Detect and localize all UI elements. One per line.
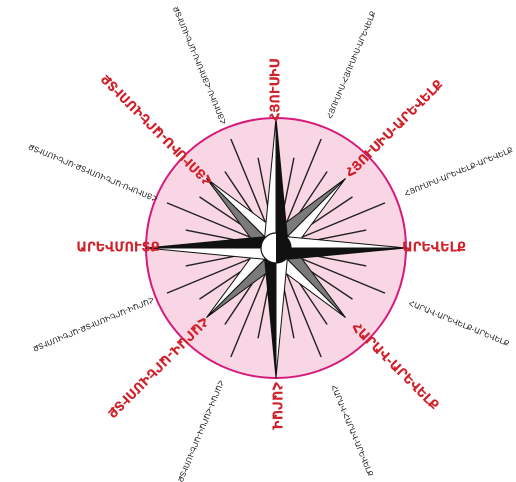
direction-label-south: ՀԱՐԱՎ [269, 382, 284, 430]
direction-label-ssw: ՀԱՐԱՎ-ՀԱՐԱՎ-ԱՐԵՎՄՈՒՏՔ [175, 379, 225, 482]
direction-label-se: ՀԱՐԱՎ-ԱՐԵՎԵԼՔ [348, 320, 441, 413]
direction-label-nne: ՀՅՈՒՍԻՍ-ՀՅՈՒՍԻՍ-ԱՐԵՎԵԼՔ [325, 9, 378, 120]
direction-label-nnw: ՀՅՈՒՍԻՍ-ՀՅՈՒՍԻՍ-ԱՐԵՎՄՈՒՏՔ [171, 5, 228, 126]
direction-label-ene: ՀՅՈՒՍԻՍ-ԱՐԵՎԵԼՔ-ԱՐԵՎԵԼՔ [403, 145, 514, 198]
direction-label-nw: ՀՅՈՒՍԻՍ-ԱՐԵՎՄՈՒՏՔ [99, 71, 216, 188]
direction-label-ese: ՀԱՐԱՎ-ԱՐԵՎԵԼՔ-ԱՐԵՎԵԼՔ [408, 299, 511, 349]
direction-label-east: ԱՐԵՎԵԼՔ [402, 241, 466, 256]
direction-label-sse: ՀԱՐԱՎ-ՀԱՐԱՎ-ԱՐԵՎԵԼՔ [329, 384, 375, 478]
direction-label-ne: ՀՅՈՒՍԻՍ-ԱՐԵՎԵԼՔ [343, 77, 446, 180]
direction-label-wnw: ՀՅՈՒՍԻՍ-ԱՐԵՎՄՈՒՏՔ-ԱՐԵՎՄՈՒՏՔ [27, 142, 159, 204]
direction-label-sw: ՀԱՐԱՎ-ԱՐԵՎՄՈՒՏՔ [104, 313, 211, 420]
direction-label-north: ՀՅՈՒՍԻՍ [269, 58, 284, 121]
direction-label-west: ԱՐԵՎՄՈՒՏՔ [76, 241, 159, 256]
direction-label-wsw: ՀԱՐԱՎ-ԱՐԵՎՄՈՒՏՔ-ԱՐԵՎՄՈՒՏՔ [31, 295, 155, 353]
